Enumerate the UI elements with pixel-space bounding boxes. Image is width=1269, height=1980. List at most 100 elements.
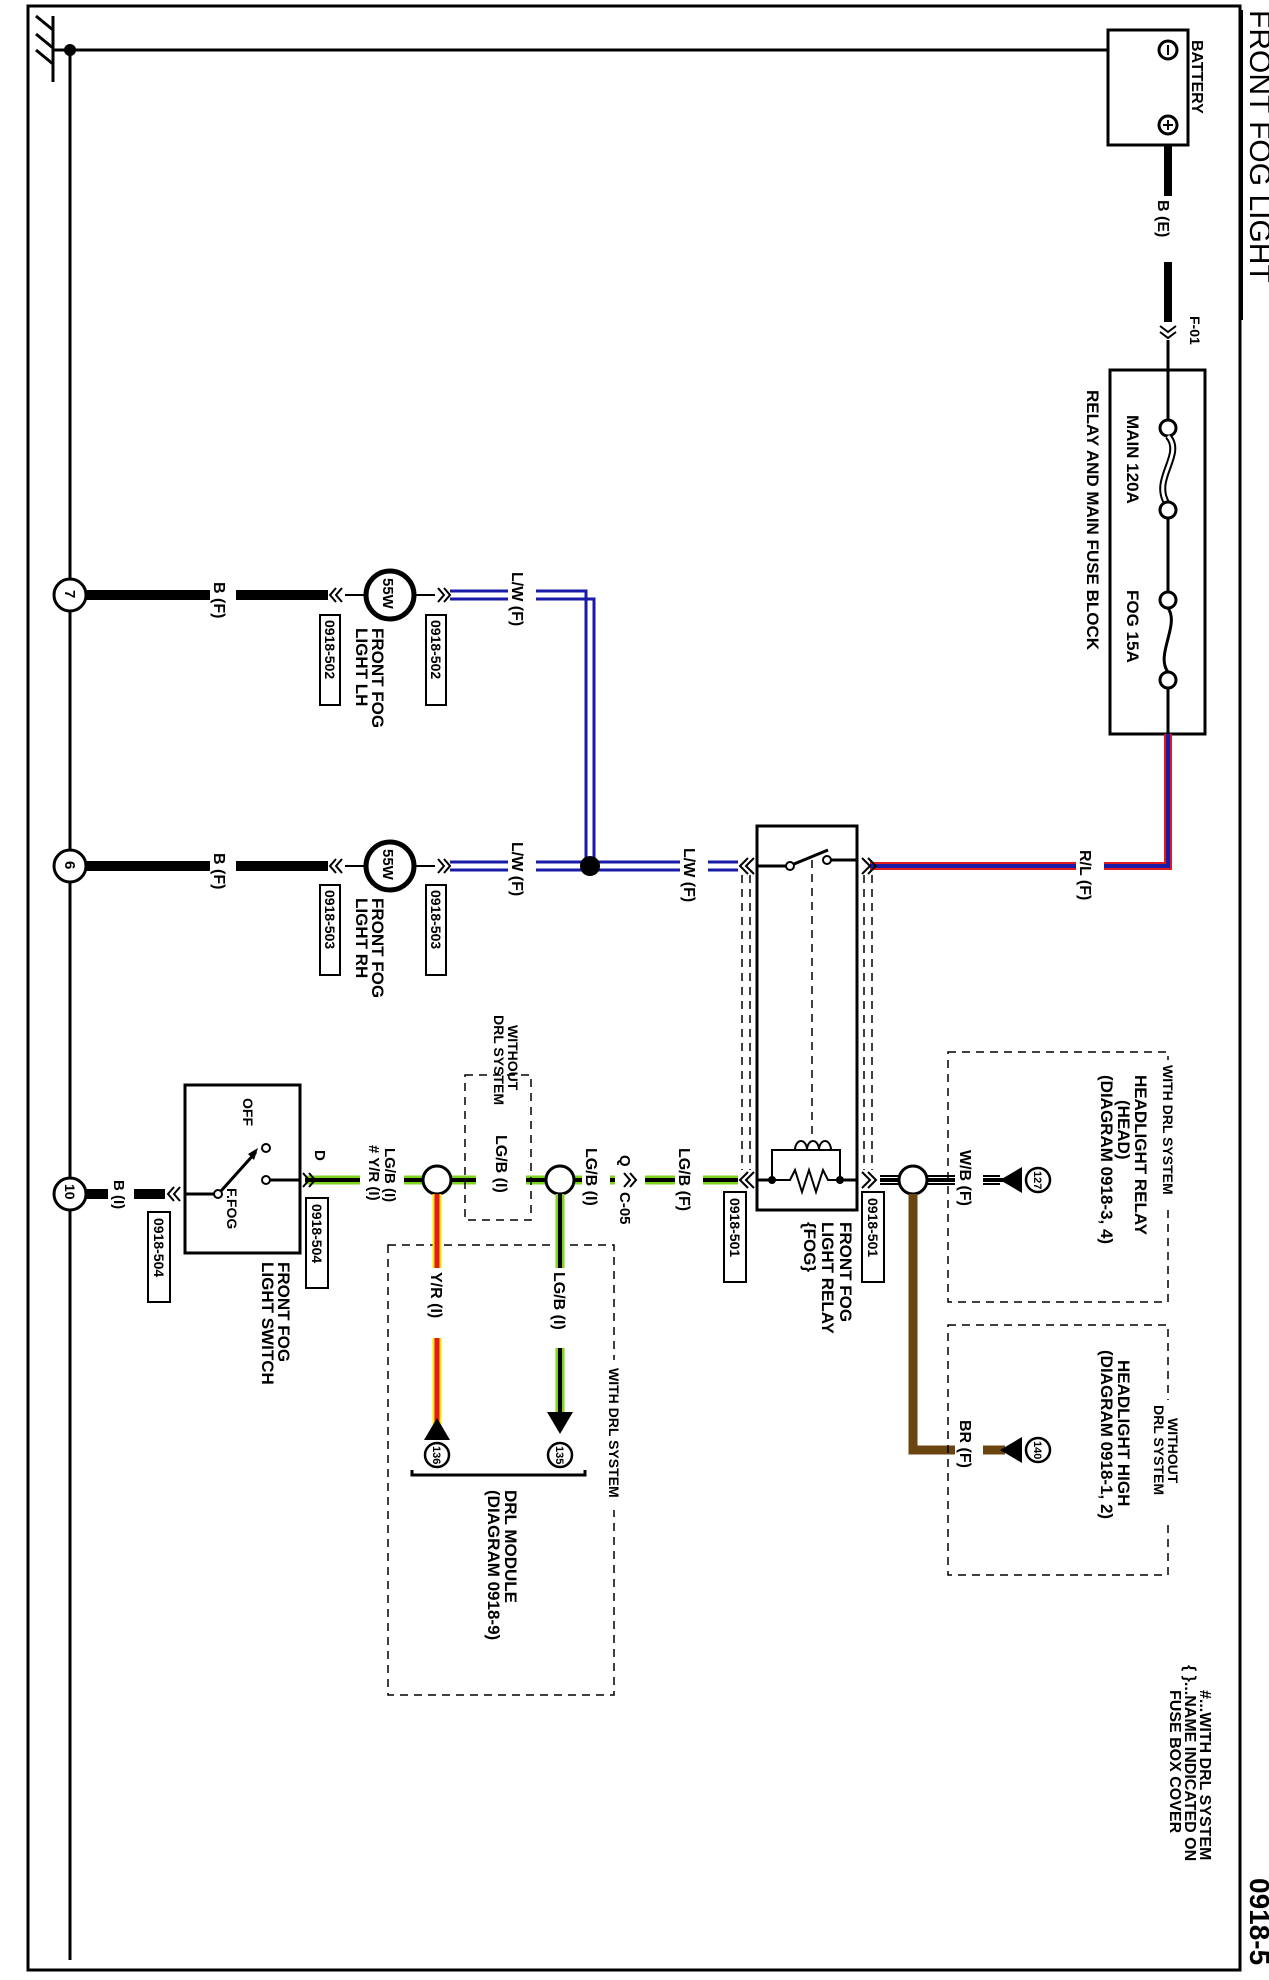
arrow-up-icon: [424, 1418, 450, 1440]
wire-y-r: Y/R (I): [424, 1194, 451, 1440]
headlight-relay-header: WITH DRL SYSTEM: [1160, 1065, 1176, 1195]
wire-label-ground-switch: B (I): [110, 1180, 127, 1209]
legend-line-1: #...WITH DRL SYSTEM: [1196, 1690, 1213, 1860]
relay-resistor-icon: [772, 1166, 840, 1196]
splice-headlight: [897, 1164, 929, 1196]
headlight-high-header-1: WITHOUT: [1165, 1418, 1181, 1484]
connector-f01-label: F-01: [1187, 316, 1203, 345]
connector-switch-out-label: 0918-504: [309, 1204, 325, 1263]
arrow-left-icon: [1000, 1167, 1022, 1193]
headlight-high-box: [947, 1324, 1169, 1576]
drl-box-header: WITH DRL SYSTEM: [606, 1368, 622, 1498]
ref-127-label: 127: [1031, 1171, 1043, 1189]
without-drl-label-1: WITHOUT: [505, 1025, 521, 1091]
ground-point-6-label: 6: [61, 861, 78, 869]
connector-lamp-rh-out: [319, 884, 341, 976]
connector-lamp-lh-out: [319, 614, 341, 706]
connector-relay-right-label: 0918-501: [865, 1198, 881, 1257]
page-border: [26, 4, 1242, 1972]
connector-c05-pin: Q: [616, 1155, 633, 1167]
connector-relay-left-label: 0918-501: [727, 1198, 743, 1257]
headlight-relay-label-1: HEADLIGHT RELAY: [1131, 1075, 1150, 1236]
splice-lgb: [544, 1164, 576, 1196]
switch-label-2: LIGHT SWITCH: [258, 1262, 277, 1385]
switch-label-1: FRONT FOG: [274, 1262, 293, 1362]
wire-label-lamp-lh: L/W (F): [508, 572, 525, 626]
connector-relay-left: [723, 1191, 747, 1283]
legend-line-3: FUSE BOX COVER: [1166, 1690, 1183, 1834]
wire-label-relay-out: L/W (F): [680, 848, 697, 902]
wire-br: BR (F): [908, 1194, 1022, 1468]
wire-label-ground-rh: B (F): [210, 853, 227, 889]
fuse-fog-terminal-a: [1158, 590, 1178, 610]
wire-w-b: W/B (F): [880, 1150, 1022, 1206]
drl-module-label-1: DRL MODULE: [501, 1490, 520, 1603]
connector-lamp-rh-in: [425, 884, 447, 976]
front-fog-light-rh: 55W FRONT FOG LIGHT RH 0918-503 0918-503: [319, 839, 452, 998]
wire-label-relay-coil: LG/B (F): [675, 1148, 692, 1211]
wire-label-switch-out-2: # Y/R (I): [365, 1145, 382, 1201]
headlight-high-label-2: (DIAGRAM 0918-1, 2): [1097, 1350, 1116, 1519]
wire-lg-b-row: LG/B (F) Q C-05 LG/B (I) LG/B (I) LG/B (…: [305, 1135, 738, 1225]
ref-135-label: 135: [553, 1446, 565, 1464]
ref-136: [423, 1441, 451, 1469]
wire-label-switch-out-1: LG/B (I): [381, 1148, 398, 1202]
legend: #...WITH DRL SYSTEM { }...NAME INDICATED…: [1166, 1665, 1213, 1861]
wire-label-drl-yr: Y/R (I): [427, 1272, 444, 1318]
arrow-left-icon-2: [1000, 1437, 1022, 1463]
fuse-block: MAIN 120A FOG 15A RELAY AND MAIN FUSE BL…: [1083, 340, 1207, 736]
headlight-relay-label-3: (DIAGRAM 0918-3, 4): [1097, 1075, 1116, 1244]
connector-switch-in-label: 0918-504: [151, 1218, 167, 1277]
splice-yr: [421, 1164, 453, 1196]
relay-contact-icon: [793, 848, 829, 866]
front-fog-light-relay: FRONT FOG LIGHT RELAY {FOG}: [738, 824, 878, 1334]
ref-136-label: 136: [430, 1446, 442, 1464]
connector-lamp-lh-out-label: 0918-502: [322, 620, 338, 679]
arrow-down-icon: [547, 1412, 573, 1434]
ref-135: [546, 1441, 574, 1469]
connector-switch-in: [147, 1211, 171, 1303]
connector-switch-in-icon: [166, 1186, 181, 1202]
l-w-junction: [580, 856, 600, 876]
ground-point-7: [52, 577, 88, 613]
relay-coil-icon: [794, 1140, 832, 1151]
wire-label-lamp-rh: L/W (F): [508, 842, 525, 896]
drl-module-label-2: (DIAGRAM 0918-9): [484, 1490, 503, 1640]
wire-label-headlight-relay: W/B (F): [956, 1150, 973, 1206]
headlight-relay-box: [947, 1051, 1169, 1303]
headlight-high-header-2: DRL SYSTEM: [1151, 1405, 1167, 1495]
ref-140-label: 140: [1031, 1441, 1043, 1459]
connector-c05-icon: [623, 1172, 638, 1188]
connector-lamp-lh-in-label: 0918-502: [428, 620, 444, 679]
lamp-rh-label-1: FRONT FOG: [368, 898, 387, 998]
connector-c05-label: C-05: [616, 1192, 633, 1225]
connector-f01-icon: [1159, 325, 1177, 340]
ground-point-10: [52, 1176, 88, 1212]
relay-label-1: FRONT FOG: [836, 1222, 855, 1322]
drl-module-bracket: [410, 1470, 587, 1477]
connector-lamp-rh-out-label: 0918-503: [322, 890, 338, 949]
without-drl-box: [464, 1074, 532, 1221]
page-number: 0918-5: [1244, 1878, 1269, 1965]
battery: BATTERY: [1106, 28, 1205, 147]
wire-lg-b-drl: LG/B (I): [547, 1194, 574, 1434]
front-fog-light-lh: 55W FRONT FOG LIGHT LH 0918-502 0918-502: [319, 568, 452, 728]
battery-label: BATTERY: [1188, 40, 1205, 114]
connector-switch-out: [305, 1197, 329, 1289]
headlight-high-label-1: HEADLIGHT HIGH: [1114, 1360, 1133, 1506]
ground-point-10-label: 10: [62, 1184, 78, 1200]
front-fog-light-switch: OFF F.FOG FRONT FOG LIGHT SWITCH: [183, 1083, 302, 1385]
fuse-fog-icon: [1162, 607, 1173, 673]
switch-pin-d: D: [311, 1150, 328, 1161]
wire-label-drl-lgb: LG/B (I): [550, 1272, 567, 1330]
wire-label-headlight-high: BR (F): [956, 1420, 973, 1468]
relay-label-2: LIGHT RELAY: [818, 1222, 837, 1334]
switch-lever-icon: [219, 1150, 258, 1193]
page-title: FRONT FOG LIGHT: [1243, 10, 1269, 283]
wire-label-ground-lh: B (F): [210, 582, 227, 618]
fuse-block-label: RELAY AND MAIN FUSE BLOCK: [1083, 390, 1102, 651]
legend-line-2: { }...NAME INDICATED ON: [1181, 1665, 1198, 1861]
switch-ffog-label: F.FOG: [224, 1188, 240, 1229]
connector-relay-right: [861, 1191, 885, 1283]
